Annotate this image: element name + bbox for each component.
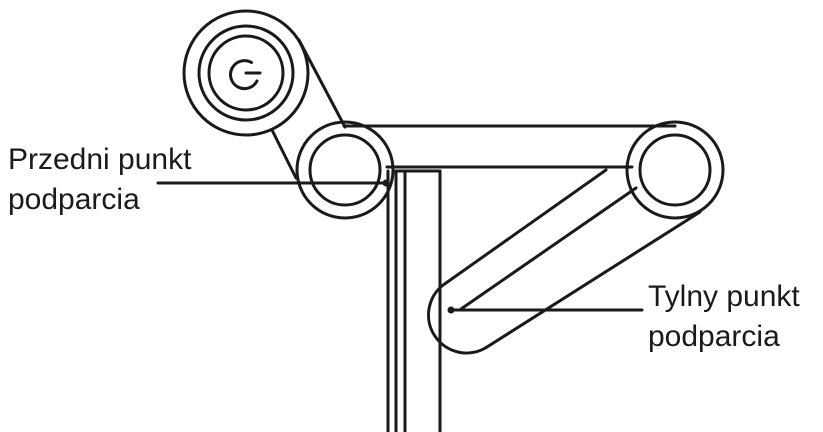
front-pivot-wheel (295, 120, 395, 220)
rear-pivot-wheel (625, 120, 725, 220)
front-support-label-line2: podparcia (8, 183, 140, 216)
front-support-label-line1: Przedni punkt (8, 143, 192, 176)
rear-support-label: Tylny punkt podparcia (648, 277, 800, 357)
power-icon (229, 59, 262, 91)
rear-support-leader (447, 306, 644, 314)
vertical-post (386, 169, 442, 432)
upper-link (270, 38, 347, 180)
rear-support-label-line2: podparcia (648, 320, 780, 353)
front-support-label: Przedni punkt podparcia (8, 140, 191, 220)
rear-support-label-line1: Tylny punkt (648, 280, 800, 313)
power-knob (182, 9, 310, 137)
rear-strut (427, 168, 702, 355)
front-support-leader (156, 179, 390, 187)
top-bar (342, 124, 677, 169)
